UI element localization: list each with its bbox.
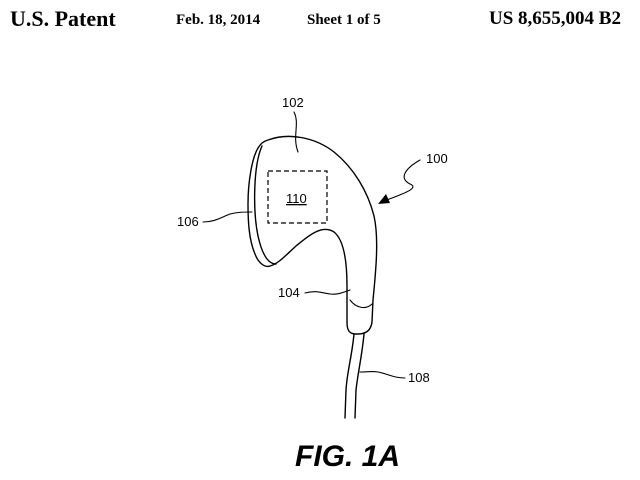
leader-106 [203, 212, 252, 222]
ref-102: 102 [282, 95, 304, 110]
ref-106: 106 [177, 214, 199, 229]
earbud-front-face [255, 146, 276, 264]
earbud-housing-outline [248, 136, 377, 334]
cable-right-line [355, 334, 364, 418]
ref-110: 110 [286, 191, 307, 206]
arrow-100-squiggle [384, 160, 420, 201]
arrow-100-head [378, 194, 390, 204]
ref-100: 100 [426, 151, 448, 166]
ref-104: 104 [278, 285, 300, 300]
leader-104 [305, 290, 350, 294]
cable-left-line [345, 334, 354, 418]
stem-seam [350, 300, 372, 307]
ref-108: 108 [408, 370, 430, 385]
leader-102 [294, 112, 298, 152]
leader-108 [360, 372, 405, 378]
figure-caption: FIG. 1A [295, 440, 400, 473]
